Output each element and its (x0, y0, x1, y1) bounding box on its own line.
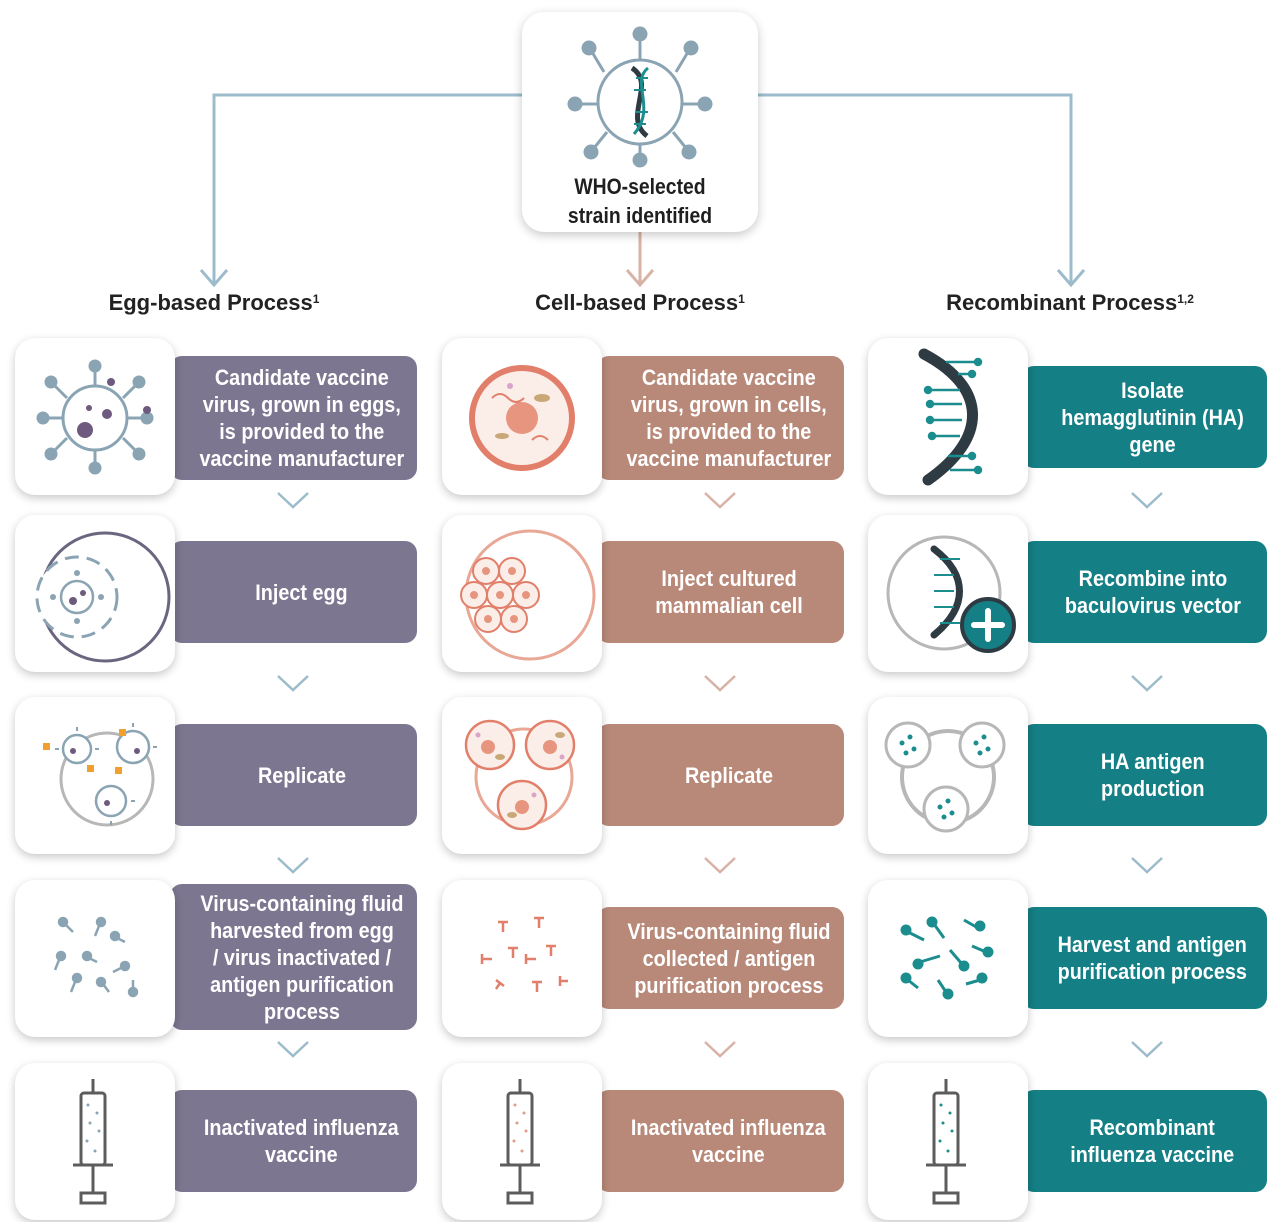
icon-card-cell-5 (442, 1063, 602, 1220)
chevron-down-icon (277, 1041, 309, 1058)
step-recombinant-2: Recombine into baculovirus vector (1022, 541, 1267, 643)
antigen-fluid-icon (480, 916, 568, 992)
virus-replicate-icon (43, 723, 157, 827)
icon-card-recombinant-5 (868, 1063, 1028, 1220)
chevron-down-icon (1131, 675, 1163, 692)
step-recombinant-1-label: Isolate hemagglutinin (HA) gene (1061, 377, 1244, 457)
who-title-line1: WHO-selected (574, 174, 706, 199)
dna-icon (918, 348, 983, 486)
icon-card-egg-3 (15, 697, 175, 854)
virus-dna-icon (567, 26, 713, 168)
step-egg-5: Inactivated influenza vaccine (170, 1090, 417, 1192)
who-strain-title: WHO-selected strain identified (536, 172, 744, 230)
header-egg: Egg-based Process1 (94, 290, 334, 324)
chevron-down-icon (1131, 492, 1163, 509)
cell-icon (469, 365, 575, 471)
arrowhead-middle (625, 269, 655, 288)
header-recombinant-text: Recombinant Process (946, 290, 1178, 315)
step-recombinant-3: HA antigen production (1022, 724, 1267, 826)
icon-card-recombinant-1 (868, 338, 1028, 495)
header-cell-text: Cell-based Process (535, 290, 739, 315)
icon-card-recombinant-3 (868, 697, 1028, 854)
arrowhead-right (1056, 269, 1086, 288)
icon-card-cell-2 (442, 515, 602, 672)
syringe-icon (73, 1079, 113, 1205)
icon-card-recombinant-2 (868, 515, 1028, 672)
step-cell-3-label: Replicate (684, 762, 773, 788)
step-egg-4: Virus-containing fluid harvested from eg… (170, 884, 417, 1030)
step-recombinant-1: Isolate hemagglutinin (HA) gene (1022, 366, 1267, 468)
syringe-icon (500, 1079, 540, 1205)
step-cell-1: Candidate vaccine virus, grown in cells,… (597, 356, 844, 480)
header-egg-text: Egg-based Process (108, 290, 313, 315)
step-cell-4-label: Virus-containing fluid collected / antig… (627, 918, 831, 998)
icon-card-recombinant-4 (868, 880, 1028, 1037)
cell-injection-icon (460, 529, 596, 661)
connector-left (212, 93, 522, 285)
step-egg-3: Replicate (170, 724, 417, 826)
icon-card-cell-4 (442, 880, 602, 1037)
connector-right (758, 93, 1073, 285)
icon-card-egg-5 (15, 1063, 175, 1220)
step-cell-2-label: Inject cultured mammalian cell (654, 566, 803, 618)
step-recombinant-5-label: Recombinant influenza vaccine (1070, 1115, 1235, 1167)
chevron-down-icon (277, 675, 309, 692)
syringe-icon (926, 1079, 966, 1205)
icon-card-cell-3 (442, 697, 602, 854)
step-egg-5-label: Inactivated influenza vaccine (204, 1115, 399, 1167)
step-recombinant-5: Recombinant influenza vaccine (1022, 1090, 1267, 1192)
virus-egg-icon (36, 359, 154, 475)
header-cell: Cell-based Process1 (520, 290, 760, 324)
who-strain-card: WHO-selected strain identified (522, 12, 758, 232)
step-cell-3: Replicate (597, 724, 844, 826)
step-recombinant-2-label: Recombine into baculovirus vector (1064, 566, 1241, 618)
step-cell-5: Inactivated influenza vaccine (597, 1090, 844, 1192)
chevron-down-icon (704, 492, 736, 509)
chevron-down-icon (277, 492, 309, 509)
step-cell-2: Inject cultured mammalian cell (597, 541, 844, 643)
step-egg-1-label: Candidate vaccine virus, grown in eggs, … (199, 365, 404, 471)
cell-replicate-icon (464, 719, 576, 831)
dna-plus-icon (886, 535, 1016, 653)
icon-card-egg-4 (15, 880, 175, 1037)
virus-fluid-icon (53, 916, 139, 998)
icon-card-egg-2 (15, 515, 175, 672)
step-egg-1: Candidate vaccine virus, grown in eggs, … (170, 356, 417, 480)
header-cell-sup: 1 (738, 292, 745, 306)
chevron-down-icon (704, 1041, 736, 1058)
step-cell-4: Virus-containing fluid collected / antig… (597, 907, 844, 1009)
step-recombinant-4: Harvest and antigen purification process (1022, 907, 1267, 1009)
chevron-down-icon (1131, 1041, 1163, 1058)
chevron-down-icon (704, 675, 736, 692)
step-egg-3-label: Replicate (257, 762, 346, 788)
who-title-line2: strain identified (567, 203, 713, 228)
header-recombinant-sup: 1,2 (1177, 292, 1194, 306)
egg-injection-icon (35, 531, 171, 663)
chevron-down-icon (277, 857, 309, 874)
step-egg-2: Inject egg (170, 541, 417, 643)
header-egg-sup: 1 (312, 292, 320, 306)
icon-card-egg-1 (15, 338, 175, 495)
molecule-icon (900, 916, 994, 1000)
step-egg-4-label: Virus-containing fluid harvested from eg… (200, 890, 404, 1024)
chevron-down-icon (1131, 857, 1163, 874)
chevron-down-icon (704, 857, 736, 874)
antigen-production-icon (884, 721, 1006, 833)
arrowhead-left (199, 269, 229, 288)
step-cell-1-label: Candidate vaccine virus, grown in cells,… (626, 365, 831, 471)
step-recombinant-4-label: Harvest and antigen purification process (1057, 932, 1248, 984)
step-recombinant-3-label: HA antigen production (1100, 749, 1205, 801)
header-recombinant: Recombinant Process1,2 (930, 290, 1210, 324)
step-cell-5-label: Inactivated influenza vaccine (631, 1115, 826, 1167)
step-egg-2-label: Inject egg (255, 579, 348, 605)
icon-card-cell-1 (442, 338, 602, 495)
